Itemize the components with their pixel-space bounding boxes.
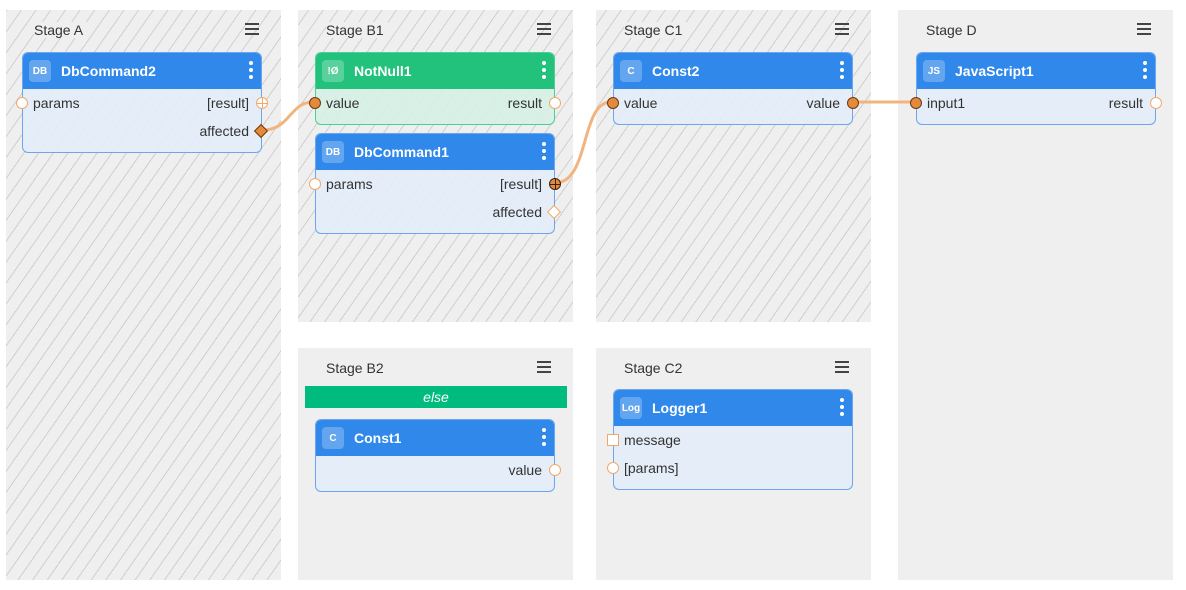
port-label-params: params xyxy=(33,95,80,111)
db-icon: DB xyxy=(29,60,51,82)
else-bar: else xyxy=(305,386,567,408)
port-label-result: result xyxy=(507,95,542,111)
port-label-result: [result] xyxy=(206,95,249,111)
port-pin-message[interactable] xyxy=(607,434,619,446)
node-header[interactable]: !Ø NotNull1 xyxy=(316,53,554,89)
vertical-dots-icon[interactable] xyxy=(249,61,253,81)
const-icon: C xyxy=(620,60,642,82)
port-pin-params[interactable] xyxy=(309,178,321,190)
node-dbcommand1[interactable]: DB DbCommand1 params [result] affected xyxy=(309,133,562,234)
port-pin-value-in[interactable] xyxy=(607,97,619,109)
hamburger-menu-icon[interactable] xyxy=(835,23,849,35)
port-label-value-in: value xyxy=(624,95,658,111)
javascript-icon: JS xyxy=(923,60,945,82)
node-const1[interactable]: C Const1 value xyxy=(315,419,561,492)
hamburger-menu-icon[interactable] xyxy=(537,361,551,373)
stage-title: Stage B2 xyxy=(326,360,388,376)
port-label-params: [params] xyxy=(624,460,679,476)
port-pin-result[interactable] xyxy=(256,97,268,109)
node-notnull1[interactable]: !Ø NotNull1 value result xyxy=(309,52,561,125)
port-label-params: params xyxy=(326,176,373,192)
hamburger-menu-icon[interactable] xyxy=(245,23,259,35)
node-dbcommand2[interactable]: DB DbCommand2 params [result] affected xyxy=(16,52,269,153)
node-header[interactable]: DB DbCommand1 xyxy=(316,134,554,170)
vertical-dots-icon[interactable] xyxy=(1143,61,1147,81)
stage-title: Stage C2 xyxy=(624,360,687,376)
vertical-dots-icon[interactable] xyxy=(542,61,546,81)
port-pin-value[interactable] xyxy=(549,464,561,476)
not-null-icon: !Ø xyxy=(322,60,344,82)
port-label-result: [result] xyxy=(499,176,542,192)
port-pin-params[interactable] xyxy=(16,97,28,109)
port-label-value: value xyxy=(326,95,360,111)
vertical-dots-icon[interactable] xyxy=(840,61,844,81)
vertical-dots-icon[interactable] xyxy=(542,142,546,162)
port-label-value: value xyxy=(508,462,542,478)
port-label-affected: affected xyxy=(492,204,542,220)
vertical-dots-icon[interactable] xyxy=(542,428,546,448)
log-icon: Log xyxy=(620,397,642,419)
port-label-affected: affected xyxy=(199,123,249,139)
port-pin-input1[interactable] xyxy=(910,97,922,109)
node-title: JavaScript1 xyxy=(955,63,1034,79)
node-title: Logger1 xyxy=(652,400,708,416)
port-pin-result[interactable] xyxy=(549,97,561,109)
node-header[interactable]: Log Logger1 xyxy=(614,390,852,426)
node-title: DbCommand2 xyxy=(61,63,156,79)
node-javascript1[interactable]: JS JavaScript1 input1 result xyxy=(910,52,1162,125)
const-icon: C xyxy=(322,427,344,449)
vertical-dots-icon[interactable] xyxy=(840,398,844,418)
port-label-value-out: value xyxy=(806,95,840,111)
db-icon: DB xyxy=(322,141,344,163)
stage-title: Stage C1 xyxy=(624,22,687,38)
node-title: Const2 xyxy=(652,63,700,79)
node-header[interactable]: C Const2 xyxy=(614,53,852,89)
port-pin-params[interactable] xyxy=(607,462,619,474)
node-title: Const1 xyxy=(354,430,402,446)
node-header[interactable]: JS JavaScript1 xyxy=(917,53,1155,89)
node-const2[interactable]: C Const2 value value xyxy=(607,52,859,125)
hamburger-menu-icon[interactable] xyxy=(835,361,849,373)
stage-title: Stage A xyxy=(34,22,88,38)
hamburger-menu-icon[interactable] xyxy=(537,23,551,35)
port-pin-value-out[interactable] xyxy=(847,97,859,109)
node-logger1[interactable]: Log Logger1 message [params] xyxy=(607,389,853,490)
port-label-result: result xyxy=(1108,95,1143,111)
node-header[interactable]: C Const1 xyxy=(316,420,554,456)
node-header[interactable]: DB DbCommand2 xyxy=(23,53,261,89)
port-label-input1: input1 xyxy=(927,95,966,111)
port-pin-result[interactable] xyxy=(1150,97,1162,109)
node-title: DbCommand1 xyxy=(354,144,449,160)
port-label-message: message xyxy=(624,432,681,448)
stage-title: Stage B1 xyxy=(326,22,388,38)
stage-title: Stage D xyxy=(926,22,981,38)
port-pin-value[interactable] xyxy=(309,97,321,109)
port-pin-result[interactable] xyxy=(549,178,561,190)
node-title: NotNull1 xyxy=(354,63,412,79)
hamburger-menu-icon[interactable] xyxy=(1137,23,1151,35)
